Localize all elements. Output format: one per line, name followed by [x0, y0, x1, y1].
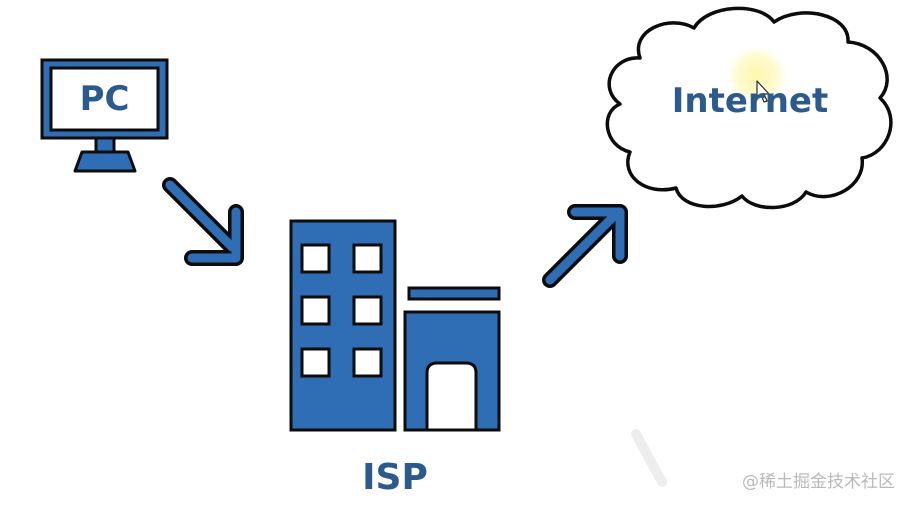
door	[425, 361, 478, 432]
isp-label: ISP	[362, 456, 428, 498]
window	[300, 295, 331, 326]
window	[352, 243, 383, 274]
motion-streak	[631, 429, 667, 487]
arrow-up-right-icon	[542, 204, 628, 288]
cloud-icon	[605, 6, 893, 210]
monitor-icon	[40, 58, 169, 173]
arrow-down-right-icon	[162, 177, 244, 266]
window	[352, 295, 383, 326]
window	[352, 347, 383, 378]
window	[300, 243, 331, 274]
watermark-text: @稀土掘金技术社区	[742, 472, 895, 492]
pc-label: PC	[79, 79, 130, 119]
cursor-icon	[727, 46, 787, 106]
building-icon	[289, 219, 501, 432]
window	[300, 347, 331, 378]
internet-label: Internet	[671, 81, 829, 121]
